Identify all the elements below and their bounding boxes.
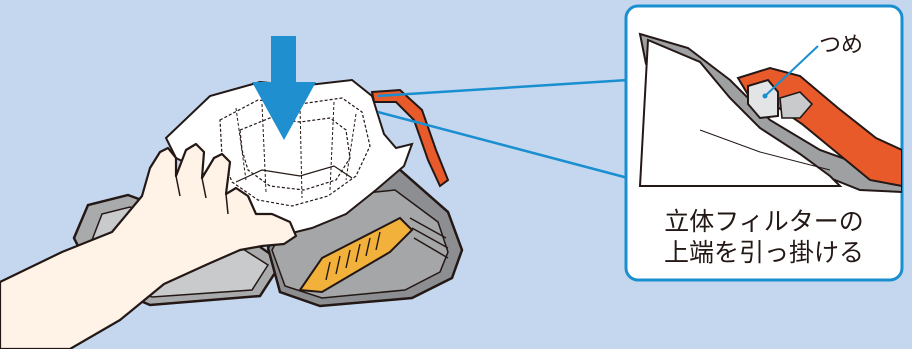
claw-label: つめ bbox=[819, 27, 863, 59]
callout-caption: 立体フィルターの 上端を引っ掛ける bbox=[626, 206, 902, 268]
callout-caption-line2: 上端を引っ掛ける bbox=[626, 237, 902, 268]
callout-connector bbox=[378, 80, 628, 178]
callout-caption-line1: 立体フィルターの bbox=[626, 206, 902, 237]
